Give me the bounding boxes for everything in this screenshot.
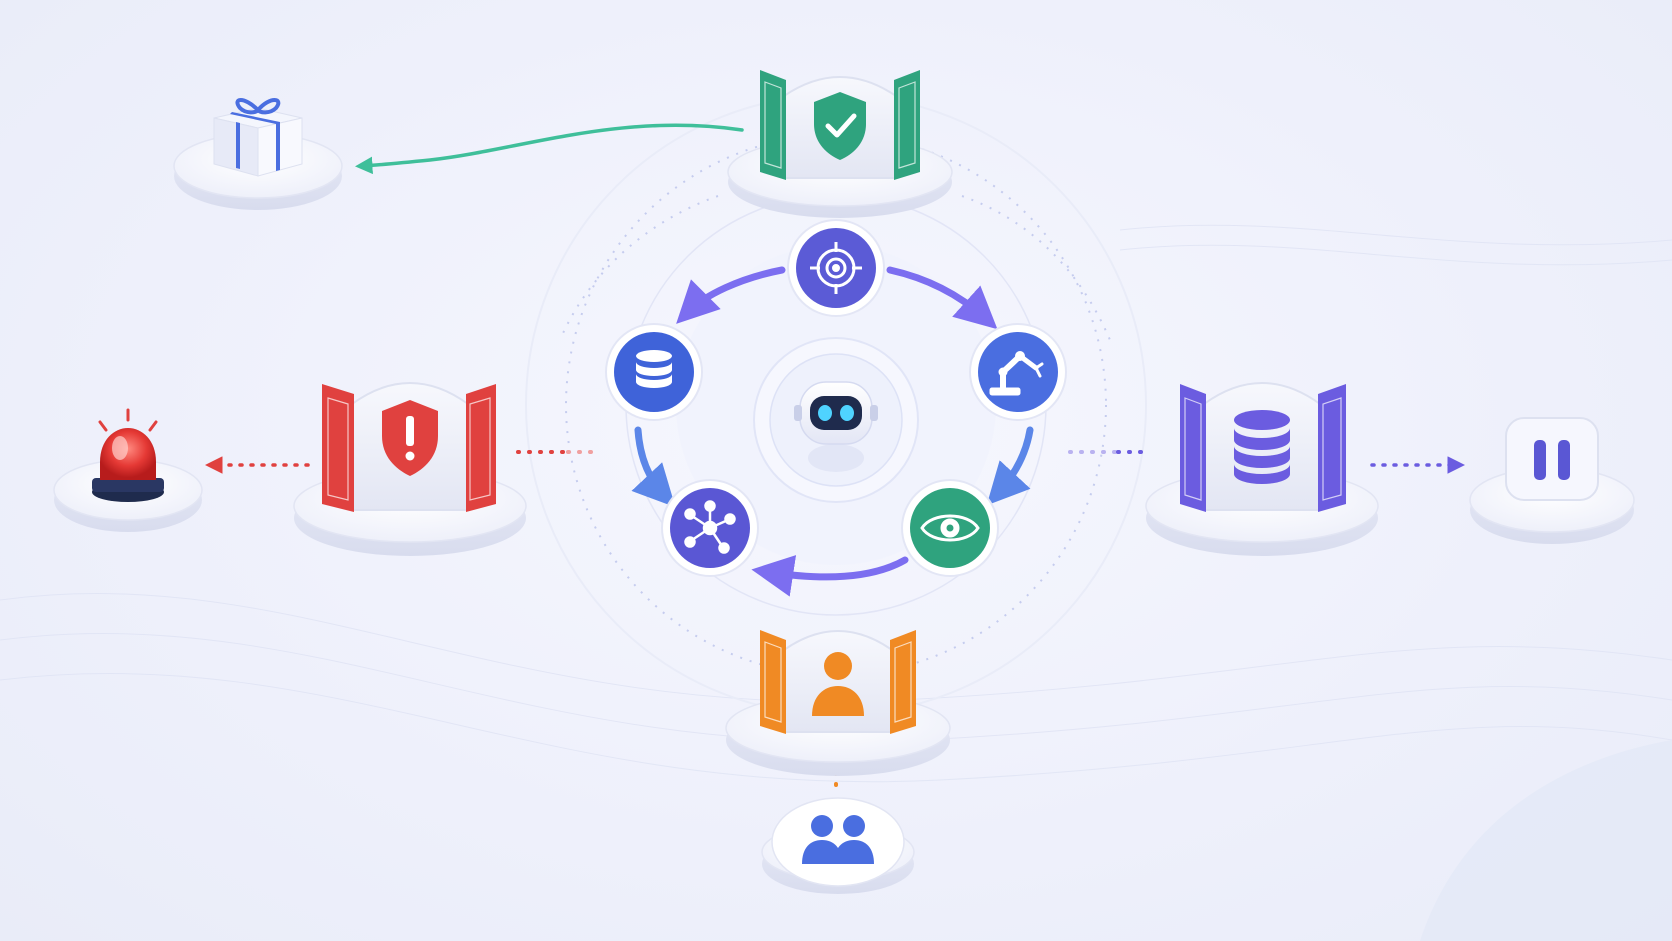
cycle-node-network[interactable]	[661, 479, 759, 577]
database-icon	[636, 350, 672, 388]
output-users[interactable]	[761, 797, 915, 894]
eye-icon	[920, 514, 980, 542]
shield-check-icon	[814, 92, 866, 160]
output-connectors	[205, 123, 1465, 474]
arrow-goal-to-act	[886, 266, 998, 330]
output-siren[interactable]	[53, 408, 203, 532]
arrow-observe-to-network	[751, 555, 909, 597]
connector-approval-to-gift	[355, 123, 744, 175]
corner-blob	[1420, 740, 1672, 941]
user-icon	[812, 652, 864, 716]
output-gift[interactable]	[173, 98, 343, 210]
cycle-arrows	[631, 266, 1034, 597]
siren-icon	[92, 408, 164, 502]
users-icon	[802, 815, 874, 864]
gate-alert[interactable]	[293, 382, 527, 556]
outer-dotted-arcs	[559, 195, 1111, 341]
cycle-node-data[interactable]	[605, 323, 703, 421]
output-pause[interactable]	[1469, 417, 1635, 544]
cycle-node-goal[interactable]	[787, 219, 885, 317]
target-icon	[810, 242, 862, 294]
network-icon	[684, 500, 736, 554]
pause-icon	[1505, 417, 1599, 501]
gate-human[interactable]	[725, 630, 951, 776]
robot-icon	[794, 381, 878, 472]
gate-approval[interactable]	[727, 70, 953, 218]
arrow-data-to-network	[631, 426, 676, 508]
robotic-arm-icon	[989, 351, 1044, 396]
gift-box-icon	[213, 98, 303, 177]
arrow-act-to-observe	[986, 426, 1034, 506]
gate-storage[interactable]	[1145, 382, 1379, 556]
arrow-goal-to-data	[676, 266, 786, 324]
cycle-node-act[interactable]	[969, 323, 1067, 421]
shield-alert-icon	[382, 400, 438, 476]
cycle-node-observe[interactable]	[901, 479, 999, 577]
center-robot[interactable]	[741, 325, 931, 515]
database-icon	[1234, 410, 1290, 484]
